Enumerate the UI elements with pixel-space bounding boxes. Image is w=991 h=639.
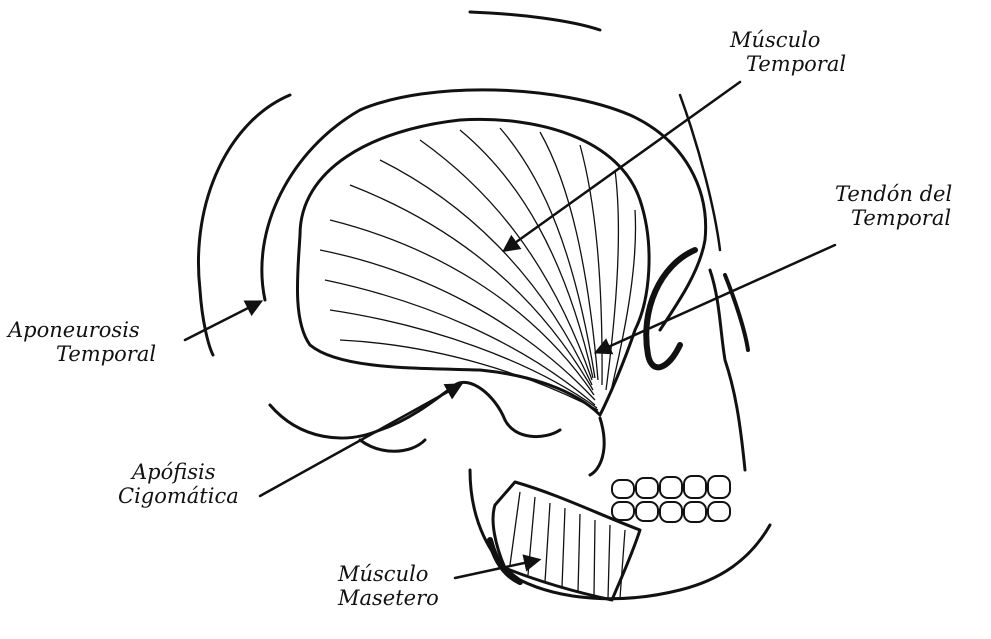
- temporal-fibers: [320, 128, 636, 410]
- cheek-outline: [590, 418, 604, 475]
- temporal-muscle-outline: [297, 119, 649, 415]
- pointer-tendon-temporal: [597, 245, 835, 352]
- label-line: Apófisis: [118, 460, 239, 484]
- label-line: Músculo: [338, 562, 439, 586]
- mastoid: [360, 440, 425, 451]
- aponeurosis-outline: [262, 90, 706, 330]
- skull-top-arc: [470, 12, 600, 30]
- label-line: Tendón del: [835, 182, 952, 206]
- skull-outer-arc: [198, 95, 290, 355]
- label-tendon-temporal: Tendón del Temporal: [835, 182, 952, 230]
- teeth: [612, 476, 730, 522]
- label-musculo-masetero: Músculo Masetero: [338, 562, 439, 610]
- cranium-back-line: [680, 95, 720, 250]
- label-line: Músculo: [730, 28, 846, 52]
- label-line: Temporal: [835, 206, 952, 230]
- label-aponeurosis-temporal: Aponeurosis Temporal: [8, 318, 156, 366]
- pointer-apofisis-cigomatica: [260, 385, 460, 496]
- label-musculo-temporal: Músculo Temporal: [730, 28, 846, 76]
- label-apofisis-cigomatica: Apófisis Cigomática: [118, 460, 239, 508]
- label-line: Temporal: [8, 342, 156, 366]
- label-line: Temporal: [730, 52, 846, 76]
- label-line: Aponeurosis: [8, 318, 156, 342]
- orbit-outline: [646, 250, 695, 367]
- label-line: Cigomática: [118, 484, 239, 508]
- pointer-aponeurosis-temporal: [185, 302, 260, 340]
- label-line: Masetero: [338, 586, 439, 610]
